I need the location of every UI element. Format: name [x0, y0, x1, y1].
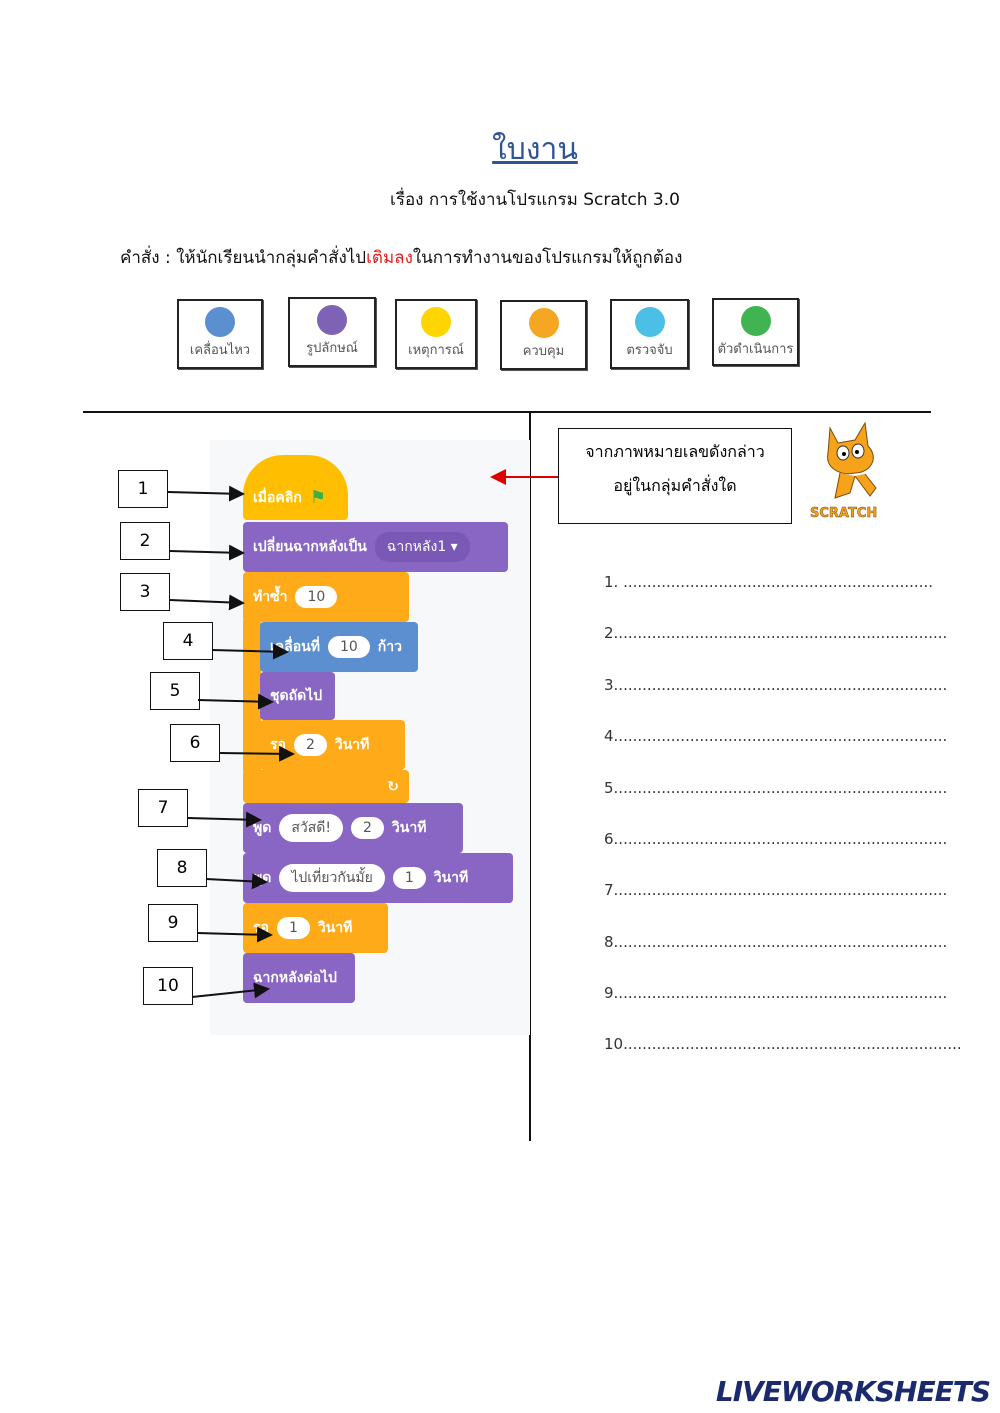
- block-label: ทำซ้ำ: [253, 589, 288, 605]
- repeat-count: 10: [295, 586, 338, 608]
- motion-dot-icon: [205, 307, 235, 337]
- category-looks: รูปลักษณ์: [288, 297, 376, 367]
- number-box-2: 2: [120, 522, 170, 560]
- say-seconds: 2: [350, 817, 384, 839]
- repeat-end: ↻: [243, 770, 409, 803]
- category-label: รูปลักษณ์: [306, 341, 358, 356]
- arrow-1: [167, 485, 245, 502]
- number-box-6: 6: [170, 724, 220, 762]
- instruction-highlight: เติมลง: [366, 248, 413, 268]
- say-text: สวัสดี!: [279, 814, 343, 842]
- category-operators: ตัวดำเนินการ: [712, 298, 799, 366]
- events-dot-icon: [421, 307, 451, 337]
- question-box: จากภาพหมายเลขดังกล่าวอยู่ในกลุ่มคำสั่งใด: [558, 428, 792, 524]
- scratch-cat-icon: [827, 421, 877, 499]
- loop-arrow-icon: ↻: [387, 778, 399, 795]
- sensing-dot-icon: [634, 307, 665, 337]
- number-box-9: 9: [148, 904, 198, 942]
- question-line-1: จากภาพหมายเลขดังกล่าว: [585, 442, 765, 461]
- answer-line-6[interactable]: 6.......................................…: [604, 830, 948, 848]
- category-label: ตัวดำเนินการ: [717, 342, 794, 357]
- green-flag-icon: ⚑: [309, 487, 326, 508]
- instruction-suffix: ในการทำงานของโปรแกรมให้ถูกต้อง: [412, 248, 683, 268]
- block-switch-backdrop: เปลี่ยนฉากหลังเป็น ฉากหลัง1 ▾: [243, 522, 508, 572]
- number-box-5: 5: [150, 672, 200, 710]
- block-unit: วินาที: [433, 870, 469, 886]
- category-sensing: ตรวจจับ: [610, 299, 689, 369]
- number-box-3: 3: [120, 573, 170, 611]
- steps-value: 10: [327, 636, 370, 658]
- category-label: เคลื่อนไหว: [189, 343, 251, 358]
- answer-line-7[interactable]: 7.......................................…: [604, 881, 948, 899]
- answer-line-9[interactable]: 9.......................................…: [604, 984, 948, 1002]
- say-text: ไปเที่ยวกันมั้ย: [279, 864, 385, 892]
- category-events: เหตุการณ์: [395, 299, 477, 369]
- category-label: ตรวจจับ: [626, 343, 673, 358]
- arrow-7: [187, 811, 262, 828]
- horizontal-divider: [83, 411, 931, 413]
- backdrop-dropdown: ฉากหลัง1 ▾: [374, 532, 470, 562]
- arrow-3: [169, 594, 245, 611]
- scratch-cat-logo: SCRATCH: [810, 418, 890, 528]
- answer-line-3[interactable]: 3.......................................…: [604, 676, 948, 694]
- category-control: ควบคุม: [500, 300, 587, 370]
- answer-line-2[interactable]: 2.......................................…: [604, 624, 948, 642]
- block-unit: ก้าว: [377, 639, 402, 655]
- instruction: คำสั่ง : ให้นักเรียนนำกลุ่มคำสั่งไปเติมล…: [120, 244, 682, 271]
- block-label: ฉากหลังต่อไป: [253, 970, 337, 986]
- answer-line-5[interactable]: 5.......................................…: [604, 779, 948, 797]
- number-box-8: 8: [157, 849, 207, 887]
- block-unit: วินาที: [391, 820, 427, 836]
- block-unit: วินาที: [334, 737, 370, 753]
- liveworksheets-logo: LIVEWORKSHEETS: [715, 1375, 991, 1408]
- category-label: ควบคุม: [522, 344, 565, 359]
- subtitle: เรื่อง การใช้งานโปรแกรม Scratch 3.0: [390, 190, 680, 210]
- arrow-10: [191, 982, 270, 999]
- block-repeat: ทำซ้ำ 10: [243, 572, 409, 622]
- arrow-2: [169, 544, 245, 561]
- block-label: ชุดถัดไป: [270, 688, 323, 704]
- wait-value: 1: [276, 917, 310, 939]
- number-box-10: 10: [143, 967, 193, 1005]
- arrow-6: [219, 745, 295, 762]
- block-label: เปลี่ยนฉากหลังเป็น: [253, 539, 367, 555]
- arrow-9: [196, 926, 273, 943]
- wait-value: 2: [293, 734, 327, 756]
- page-title: ใบงาน: [492, 132, 578, 167]
- block-unit: วินาที: [317, 920, 353, 936]
- block-when-flag-clicked: เมื่อคลิก ⚑: [243, 455, 348, 520]
- looks-dot-icon: [317, 305, 347, 335]
- scratch-wordmark: SCRATCH: [810, 506, 878, 522]
- number-box-1: 1: [118, 470, 168, 508]
- block-label: เมื่อคลิก: [253, 489, 302, 506]
- category-label: เหตุการณ์: [408, 343, 464, 358]
- answer-line-8[interactable]: 8.......................................…: [604, 933, 948, 951]
- answer-line-1[interactable]: 1. .....................................…: [604, 573, 934, 591]
- answer-line-4[interactable]: 4.......................................…: [604, 727, 948, 745]
- repeat-arm: [243, 620, 261, 772]
- vertical-divider: [529, 411, 531, 1141]
- answer-line-10[interactable]: 10......................................…: [604, 1035, 962, 1053]
- number-box-4: 4: [163, 622, 213, 660]
- instruction-prefix: คำสั่ง : ให้นักเรียนนำกลุ่มคำสั่งไป: [120, 248, 367, 268]
- arrow-4: [211, 643, 289, 660]
- say-seconds: 1: [392, 867, 426, 889]
- operators-dot-icon: [740, 306, 771, 336]
- arrow-8: [205, 873, 268, 890]
- category-motion: เคลื่อนไหว: [177, 299, 263, 369]
- question-line-2: อยู่ในกลุ่มคำสั่งใด: [613, 476, 737, 495]
- arrow-5: [197, 693, 274, 710]
- control-dot-icon: [528, 308, 559, 338]
- number-box-7: 7: [138, 789, 188, 827]
